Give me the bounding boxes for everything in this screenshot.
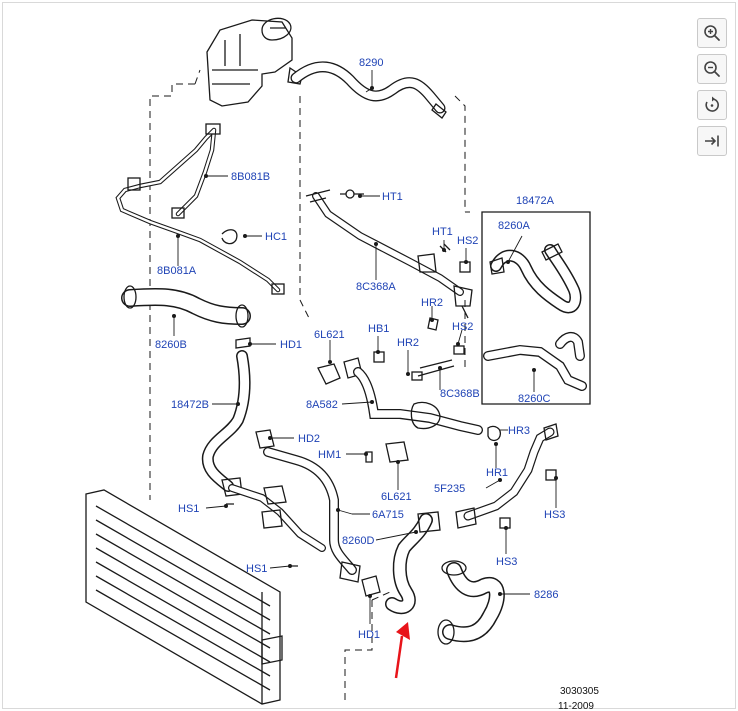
label-8C368A[interactable]: 8C368A	[356, 281, 396, 293]
hose-8286	[437, 560, 505, 645]
rotate-reset-icon	[705, 96, 719, 112]
label-HB1[interactable]: HB1	[368, 323, 389, 335]
label-8260A[interactable]: 8260A	[498, 220, 530, 232]
label-HS1-second[interactable]: HS1	[246, 563, 267, 575]
hose-8290	[290, 61, 447, 119]
label-HD1[interactable]: HD1	[280, 339, 302, 351]
expansion-tank	[206, 17, 303, 107]
assembly-18472A	[417, 211, 591, 405]
arrow-right-to-bar-icon	[705, 135, 719, 147]
label-HS2-second[interactable]: HS2	[452, 321, 473, 333]
label-8286[interactable]: 8286	[534, 589, 558, 601]
label-8A582[interactable]: 8A582	[306, 399, 338, 411]
red-indicator-arrow	[394, 622, 410, 679]
label-HD2[interactable]: HD2	[298, 433, 320, 445]
assembly-boundary	[149, 69, 470, 700]
label-HM1[interactable]: HM1	[318, 449, 341, 461]
viewer-toolbar	[697, 18, 729, 162]
label-HS2[interactable]: HS2	[457, 235, 478, 247]
label-HS1[interactable]: HS1	[178, 503, 199, 515]
clamp-HD1-lower	[361, 575, 381, 597]
pipe-lower-left	[226, 484, 326, 567]
label-HR3[interactable]: HR3	[508, 425, 530, 437]
label-18472A[interactable]: 18472A	[516, 195, 555, 207]
diagram-date: 11-2009	[558, 701, 594, 711]
label-HS3-second[interactable]: HS3	[496, 556, 517, 568]
hose-6A715	[255, 429, 361, 583]
zoom-out-icon	[704, 61, 720, 77]
hose-8260B	[121, 285, 251, 328]
leader-lines	[172, 70, 558, 624]
label-8B081B[interactable]: 8B081B	[231, 171, 270, 183]
hose-18472B	[201, 337, 251, 497]
zoom-in-button[interactable]	[697, 18, 727, 48]
label-8B081A[interactable]: 8B081A	[157, 265, 197, 277]
label-5F235[interactable]: 5F235	[434, 483, 465, 495]
label-18472B[interactable]: 18472B	[171, 399, 209, 411]
label-6L621[interactable]: 6L621	[314, 329, 345, 341]
label-HR2[interactable]: HR2	[421, 297, 443, 309]
label-6A715[interactable]: 6A715	[372, 509, 404, 521]
diagram-code: 3030305	[560, 686, 599, 697]
label-HS3[interactable]: HS3	[544, 509, 565, 521]
label-HT1[interactable]: HT1	[382, 191, 403, 203]
label-8260B[interactable]: 8260B	[155, 339, 187, 351]
label-8260C[interactable]: 8260C	[518, 393, 550, 405]
label-HT1-second[interactable]: HT1	[432, 226, 453, 238]
vent-tube-8B081	[115, 123, 285, 295]
zoom-in-icon	[704, 25, 720, 41]
clamps-upper	[373, 243, 471, 381]
label-HR1[interactable]: HR1	[486, 467, 508, 479]
reset-view-button[interactable]	[697, 90, 727, 120]
label-8C368B[interactable]: 8C368B	[440, 388, 480, 400]
label-HC1[interactable]: HC1	[265, 231, 287, 243]
hose-8260D	[385, 511, 441, 615]
radiator	[85, 489, 283, 705]
label-HD1-second[interactable]: HD1	[358, 629, 380, 641]
label-HR2-second[interactable]: HR2	[397, 337, 419, 349]
label-6L621-second[interactable]: 6L621	[381, 491, 412, 503]
label-8260D[interactable]: 8260D	[342, 535, 374, 547]
pipe-5F235	[455, 423, 559, 529]
label-8290[interactable]: 8290	[359, 57, 383, 69]
zoom-out-button[interactable]	[697, 54, 727, 84]
part-labels: 8290 8B081B HT1 18472A HC1 HT1 HS2 8260A…	[155, 57, 565, 641]
pipe-8C368A	[305, 189, 473, 319]
expand-panel-button[interactable]	[697, 126, 727, 156]
